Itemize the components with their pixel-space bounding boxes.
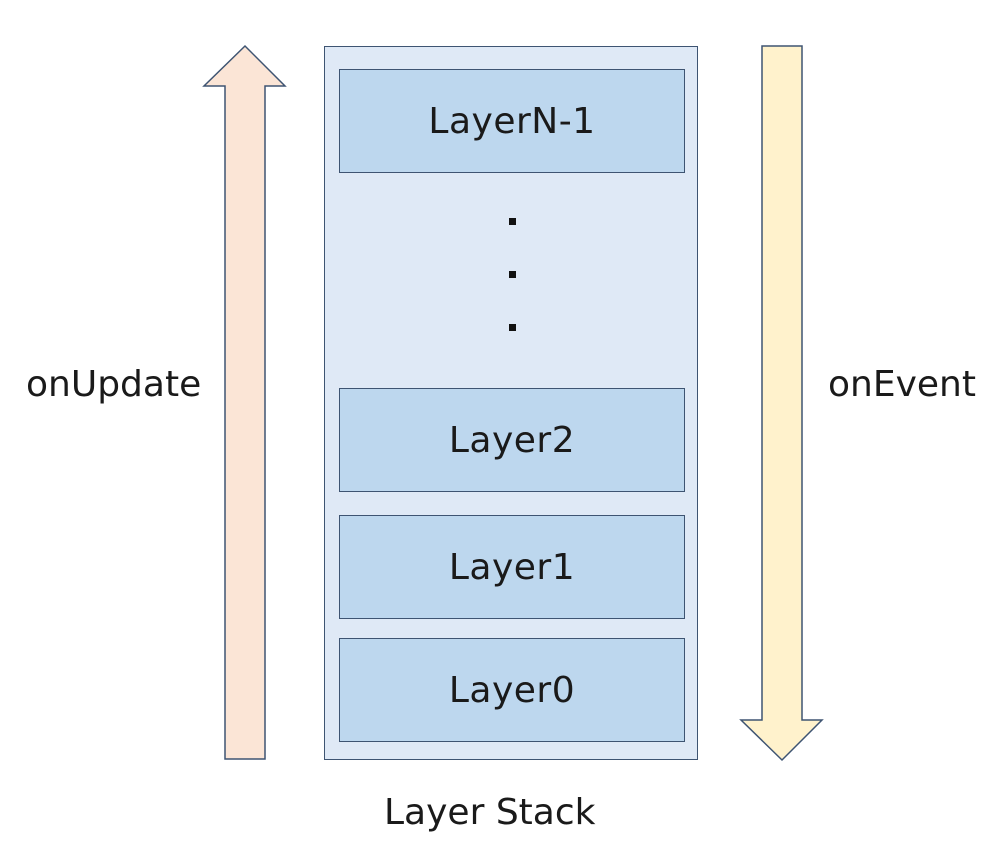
ellipsis-dot <box>509 271 516 278</box>
layer-box-1: Layer1 <box>339 515 685 619</box>
ellipsis-dot <box>509 324 516 331</box>
layer-0-label: Layer0 <box>448 669 576 711</box>
ellipsis-dot <box>509 218 516 225</box>
layer-box-0: Layer0 <box>339 638 685 742</box>
on-event-label: onEvent <box>828 364 976 405</box>
layer-top-label: LayerN-1 <box>428 100 596 142</box>
layer-box-2: Layer2 <box>339 388 685 492</box>
on-update-label: onUpdate <box>26 364 202 405</box>
event-arrow-down-icon <box>739 45 824 762</box>
layer-2-label: Layer2 <box>448 419 576 461</box>
layer-box-top: LayerN-1 <box>339 69 685 173</box>
update-arrow-up-icon <box>202 44 287 760</box>
layer-stack-container: LayerN-1 Layer2 Layer1 Layer0 <box>324 46 698 760</box>
layer-stack-caption: Layer Stack <box>384 792 596 833</box>
layer-1-label: Layer1 <box>448 546 576 588</box>
